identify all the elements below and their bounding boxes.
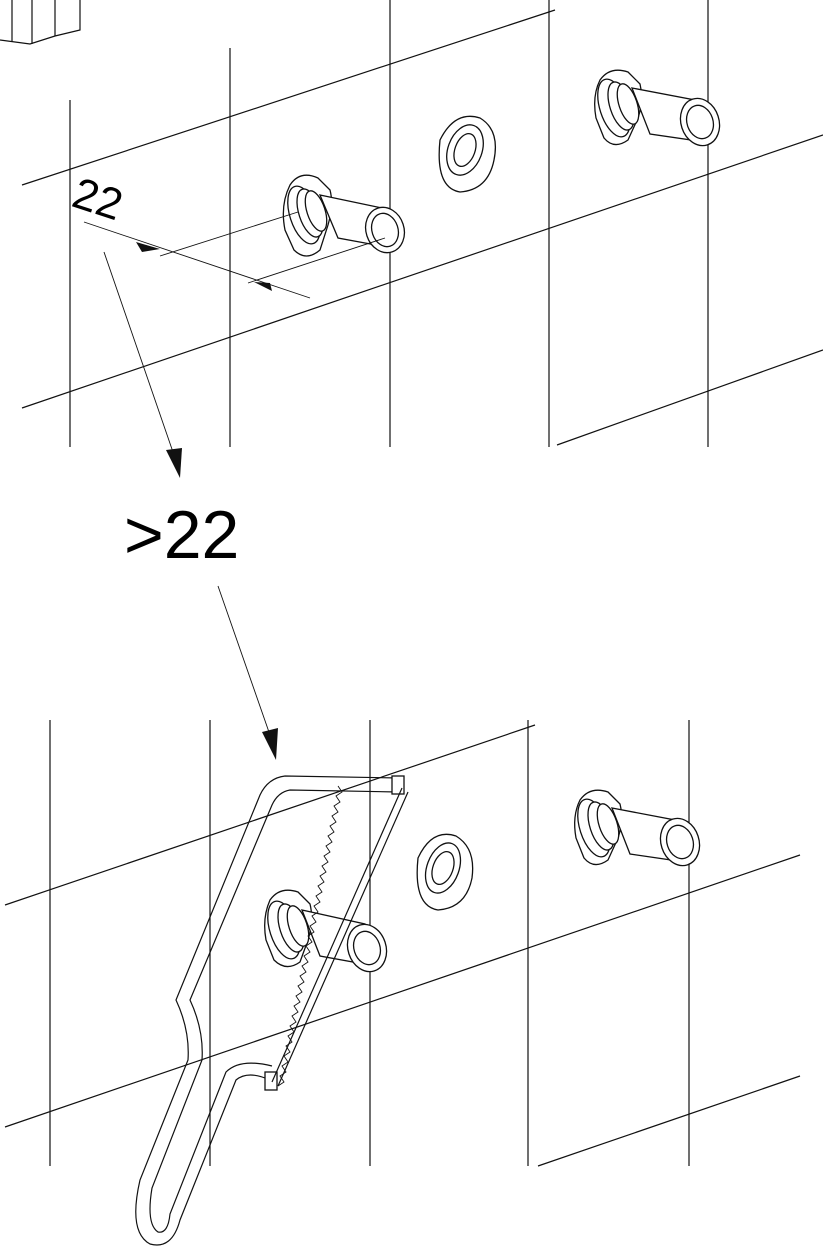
wall-rosette-icon	[438, 115, 497, 193]
arrow-icon	[217, 585, 278, 760]
dimension-label: 22	[67, 169, 129, 231]
dimension-requirement: >22	[124, 497, 239, 573]
pipe-fitting-icon	[282, 174, 406, 257]
wall-rosette-icon	[416, 833, 474, 911]
pipe-fitting-icon	[594, 69, 721, 147]
arrow-icon	[103, 251, 182, 478]
pipe-fitting-icon	[574, 789, 701, 867]
pipe-fitting-icon	[264, 889, 388, 973]
top-tile-grid	[0, 0, 823, 447]
hacksaw-icon	[135, 775, 409, 1246]
